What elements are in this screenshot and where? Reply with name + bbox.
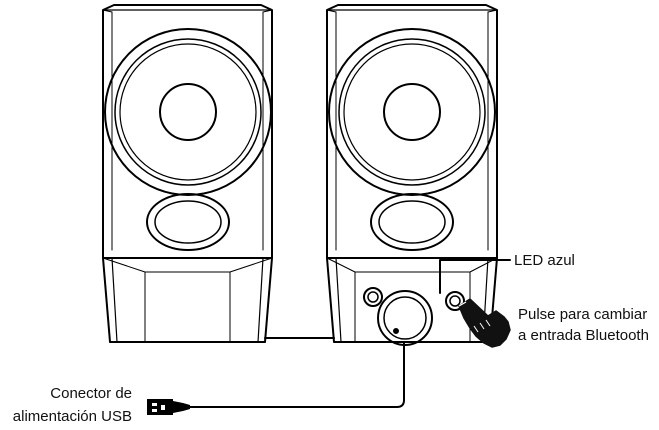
led-label: LED azul	[514, 252, 575, 269]
left-base	[102, 257, 273, 343]
right-speaker	[326, 4, 498, 346]
usb-label-line1: Conector de	[50, 385, 132, 402]
pulse-label-line1: Pulse para cambiar	[518, 306, 647, 323]
aux-input-jack	[363, 287, 383, 307]
left-speaker	[102, 4, 273, 343]
usb-label-line2: alimentación USB	[13, 408, 132, 425]
usb-cable	[189, 341, 405, 408]
pulse-label-line2: a entrada Bluetooth	[518, 327, 649, 344]
usb-plug-icon	[147, 399, 190, 415]
left-tweeter	[146, 193, 230, 251]
right-woofer	[328, 28, 496, 196]
volume-knob[interactable]	[377, 290, 433, 346]
led-leader-line	[439, 259, 511, 276]
bluetooth-button[interactable]	[445, 291, 465, 311]
left-woofer	[104, 28, 272, 196]
pointing-hand-icon	[458, 298, 511, 348]
right-tweeter	[370, 193, 454, 251]
